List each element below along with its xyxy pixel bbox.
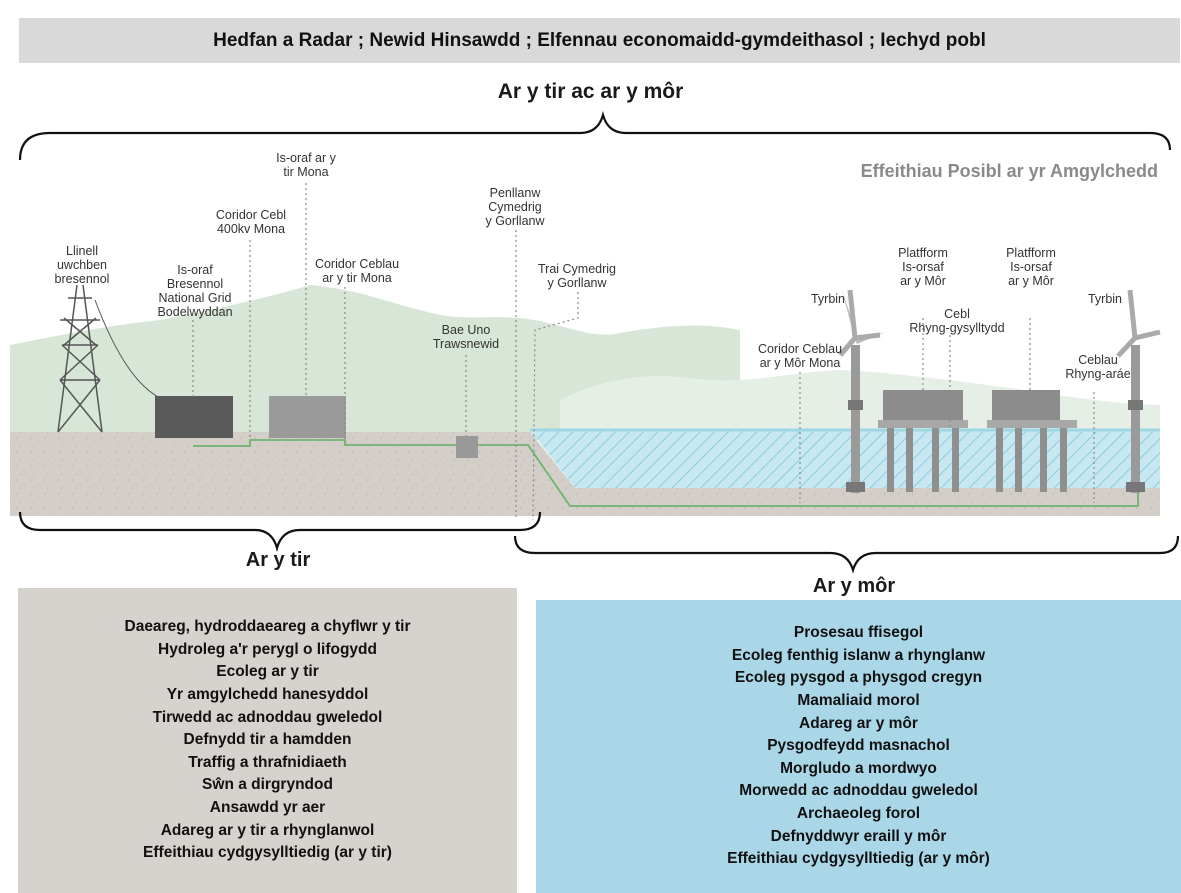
offshore-effect-item: Prosesau ffisegol	[793, 624, 924, 642]
onshore-effect-item: Yr amgylchedd hanesyddol	[166, 686, 369, 704]
offshore-effect-item: Ecoleg fenthig islanw a rhynglanw	[731, 646, 986, 664]
label-turbine-left: Tyrbin	[810, 292, 846, 306]
heading-land: Ar y tir	[245, 549, 311, 571]
leader-lines	[192, 183, 1095, 521]
overhead-line-wire	[94, 299, 161, 399]
onshore-effects-box: Daeareg, hydroddaeareg a chyflwr y tir H…	[18, 588, 517, 893]
offshore-effect-item: Adareg ar y môr	[799, 714, 918, 732]
label-transition-bay: Bae Uno Trawsnewid	[432, 323, 500, 351]
existing-substation-building	[155, 396, 233, 438]
onshore-effect-item: Tirwedd ac adnoddau gweledol	[152, 708, 383, 726]
turbine-left	[838, 289, 885, 493]
onshore-effect-item: Adareg ar y tir a rhynglanwol	[160, 821, 375, 839]
onshore-effect-item: Sŵn a dirgryndod	[202, 776, 333, 794]
onshore-effect-item: Effeithiau cydgysylltiedig (ar y tir)	[143, 844, 392, 862]
label-mean-low-water: Trai Cymedrig y Gorllanw	[537, 262, 617, 290]
offshore-effect-item: Archaeoleg forol	[796, 804, 921, 822]
onshore-effect-item: Defnydd tir a hamdden	[183, 731, 352, 749]
offshore-effect-item: Mamaliaid morol	[797, 692, 920, 710]
label-overhead-line: Llinell uwchben bresennol	[54, 244, 110, 286]
label-platform-2: Platfform Is-orsaf ar y Môr	[1006, 246, 1056, 288]
label-cable-corridor-400kv: Coridor Cebl 400kv Mona	[215, 208, 287, 236]
offshore-effects-box: Prosesau ffisegol Ecoleg fenthig islanw …	[536, 600, 1181, 893]
label-offshore-cable-corridor: Coridor Ceblau ar y Môr Mona	[757, 342, 843, 370]
label-mean-high-water: Penllanw Cymedrig y Gorllanw	[485, 186, 545, 228]
brace-sea	[513, 535, 1180, 574]
effects-title: Effeithiau Posibl ar yr Amgylchedd	[860, 161, 1158, 181]
label-existing-substation: Is-oraf Bresennol National Grid Bodelwyd…	[157, 263, 233, 319]
platform-2	[987, 390, 1077, 492]
label-turbine-right: Tyrbin	[1087, 292, 1123, 306]
offshore-effect-item: Morgludo a mordwyo	[780, 759, 937, 777]
onshore-effect-item: Daeareg, hydroddaeareg a chyflwr y tir	[124, 618, 411, 636]
offshore-effect-item: Effeithiau cydgysylltiedig (ar y môr)	[727, 850, 990, 868]
heading-land-and-sea: Ar y tir ac ar y môr	[497, 80, 684, 103]
turbine-right	[1116, 289, 1161, 493]
label-array-cables: Ceblau Rhyng-aráe	[1065, 353, 1131, 381]
cable-route	[193, 439, 1139, 507]
onshore-effect-item: Hydroleg a'r perygl o lifogydd	[158, 640, 377, 658]
offshore-effect-item: Morwedd ac adnoddau gweledol	[739, 782, 978, 800]
onshore-substation-building	[269, 396, 346, 438]
brace-top	[18, 110, 1172, 161]
pylon	[57, 284, 103, 433]
transition-bay-box	[456, 436, 478, 458]
onshore-effect-item: Traffig a thrafnidiaeth	[188, 753, 347, 771]
heading-sea: Ar y môr	[812, 575, 896, 597]
onshore-effect-item: Ansawdd yr aer	[209, 798, 326, 816]
label-interconnector: Cebl Rhyng-gysylltydd	[909, 307, 1005, 335]
onshore-effect-item: Ecoleg ar y tir	[216, 663, 319, 681]
top-banner: Hedfan a Radar ; Newid Hinsawdd ; Elfenn…	[19, 18, 1180, 63]
brace-land	[18, 511, 542, 553]
label-onshore-substation: Is-oraf ar y tir Mona	[276, 151, 336, 179]
ground	[10, 432, 1160, 516]
offshore-effect-item: Pysgodfeydd masnachol	[767, 737, 950, 755]
offshore-effect-item: Ecoleg pysgod a physgod cregyn	[734, 669, 983, 687]
label-platform-1: Platfform Is-orsaf ar y Môr	[898, 246, 948, 288]
label-onshore-cable-corridor: Coridor Ceblau ar y tir Mona	[314, 257, 400, 285]
offshore-effect-item: Defnyddwyr eraill y môr	[770, 827, 947, 845]
